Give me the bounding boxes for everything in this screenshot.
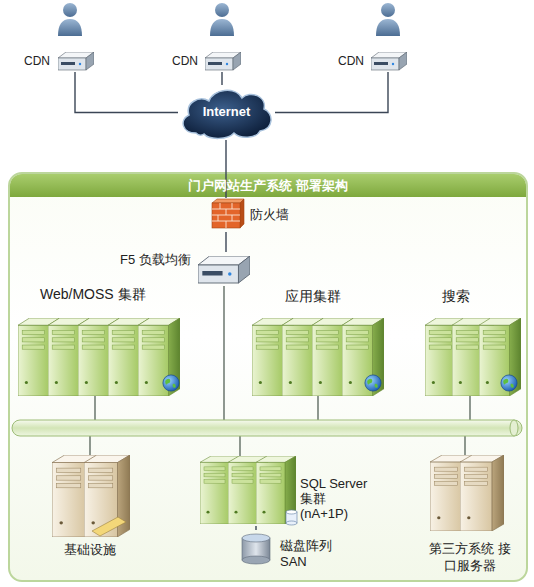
- node-label: 第三方系统 接口服务器: [423, 540, 517, 574]
- server-icon: [228, 456, 268, 524]
- bus-pipe: [12, 420, 522, 436]
- server-icon: [252, 318, 294, 396]
- cdn-device: [205, 52, 241, 70]
- cdn-node: CDN: [170, 50, 244, 72]
- node-label: SQL Server 集群 (nA+1P): [300, 476, 374, 521]
- server-icon: [479, 318, 521, 396]
- server-icon: [78, 318, 120, 396]
- node-label: Internet: [178, 104, 275, 120]
- bus-end: [510, 420, 518, 436]
- disk-body: [242, 538, 270, 560]
- user-icon: [210, 3, 234, 36]
- bus-drop: [469, 396, 470, 421]
- cdn-device: [58, 52, 94, 70]
- user-icons: [58, 3, 400, 36]
- user-icon: [58, 3, 82, 36]
- server-icon: [342, 318, 384, 396]
- server-cluster: 搜索: [420, 283, 525, 398]
- globe-icon: [501, 375, 517, 391]
- app-servers: [252, 318, 384, 396]
- server-icon: [430, 455, 474, 531]
- node-label: CDN: [172, 54, 206, 68]
- node-label: 磁盘阵列 SAN: [280, 538, 340, 570]
- cdn-node: CDN: [22, 50, 96, 72]
- server-icon: [48, 318, 90, 396]
- server-icon: [282, 318, 324, 396]
- server-icon: [425, 318, 467, 396]
- server-group: 基础设施: [40, 450, 140, 562]
- disk-top: [242, 534, 270, 542]
- bus-drop: [317, 396, 318, 421]
- server-icon: [452, 318, 494, 396]
- node-label: CDN: [338, 54, 372, 68]
- cdn-device: [371, 52, 407, 70]
- globe-icon: [365, 375, 381, 391]
- user-icon: [376, 3, 400, 36]
- panel-title: 门户网站生产系统 部署架构: [10, 178, 526, 194]
- cdn-devices: [58, 52, 407, 70]
- node-label: F5 负载均衡: [120, 252, 198, 268]
- server-icon: [52, 455, 98, 537]
- bus-drop: [223, 286, 224, 421]
- bus-drop: [239, 435, 240, 460]
- web-servers: [18, 318, 180, 396]
- connector: [221, 72, 222, 85]
- interface-servers: 第三方系统 接口服务器: [415, 452, 525, 578]
- server-icon: [18, 318, 60, 396]
- node-label: 基础设施: [40, 542, 140, 558]
- db-disk-body: [286, 512, 297, 523]
- disk-bottom: [242, 556, 270, 564]
- bus-drop: [94, 396, 95, 421]
- sql-servers: [200, 456, 297, 525]
- brick-lines: [212, 203, 240, 228]
- connector: [225, 140, 226, 198]
- firewall-top: [212, 199, 244, 203]
- bus-drop: [89, 435, 90, 458]
- node-label: 防火墙: [250, 207, 300, 223]
- server-icon: [312, 318, 354, 396]
- san-disk: [242, 534, 270, 564]
- db-disk-top: [286, 510, 297, 514]
- third-party-servers: [430, 455, 504, 531]
- node-label: 搜索: [442, 288, 502, 305]
- node-label: Web/MOSS 集群: [40, 286, 190, 303]
- globe-icon: [163, 375, 179, 391]
- firewall-side: [240, 199, 244, 228]
- network-bus: [12, 420, 522, 436]
- server-icon: [84, 455, 130, 537]
- bus-drop: [464, 435, 465, 458]
- server-cluster: 应用集群: [245, 283, 390, 398]
- db-disk-bottom: [286, 521, 297, 525]
- cdn-node: CDN: [336, 50, 410, 72]
- bus-drops: [90, 286, 470, 460]
- connector: [75, 72, 178, 113]
- firewall-icon: [212, 199, 244, 228]
- internet-cloud: Internet: [178, 85, 275, 140]
- server-icon: [138, 318, 180, 396]
- load-balancer-node: F5 负载均衡: [120, 252, 250, 288]
- search-servers: [425, 318, 521, 396]
- server-icon: [460, 455, 504, 531]
- connector: [225, 232, 226, 252]
- database-cluster: SQL Server 集群 (nA+1P): [195, 452, 400, 526]
- server-icon: [108, 318, 150, 396]
- server-icon: [200, 456, 240, 524]
- node-label: CDN: [24, 54, 58, 68]
- network-cable: [92, 517, 126, 536]
- connector: [255, 526, 256, 530]
- load-balancer-device: [198, 256, 250, 283]
- firewall-node: 防火墙: [205, 198, 300, 232]
- node-label: 应用集群: [285, 288, 365, 305]
- server-icon: [256, 456, 296, 524]
- server-cluster: Web/MOSS 集群: [15, 283, 195, 398]
- storage-san: 磁盘阵列 SAN: [236, 530, 346, 578]
- connector: [275, 72, 388, 113]
- system-panel: 门户网站生产系统 部署架构防火墙 F5 负载均衡 Web/MOSS 集群 应用集群 搜索…: [8, 172, 528, 582]
- infrastructure-servers: [52, 455, 130, 537]
- firewall-front: [212, 203, 240, 228]
- panel-header: 门户网站生产系统 部署架构: [10, 174, 526, 197]
